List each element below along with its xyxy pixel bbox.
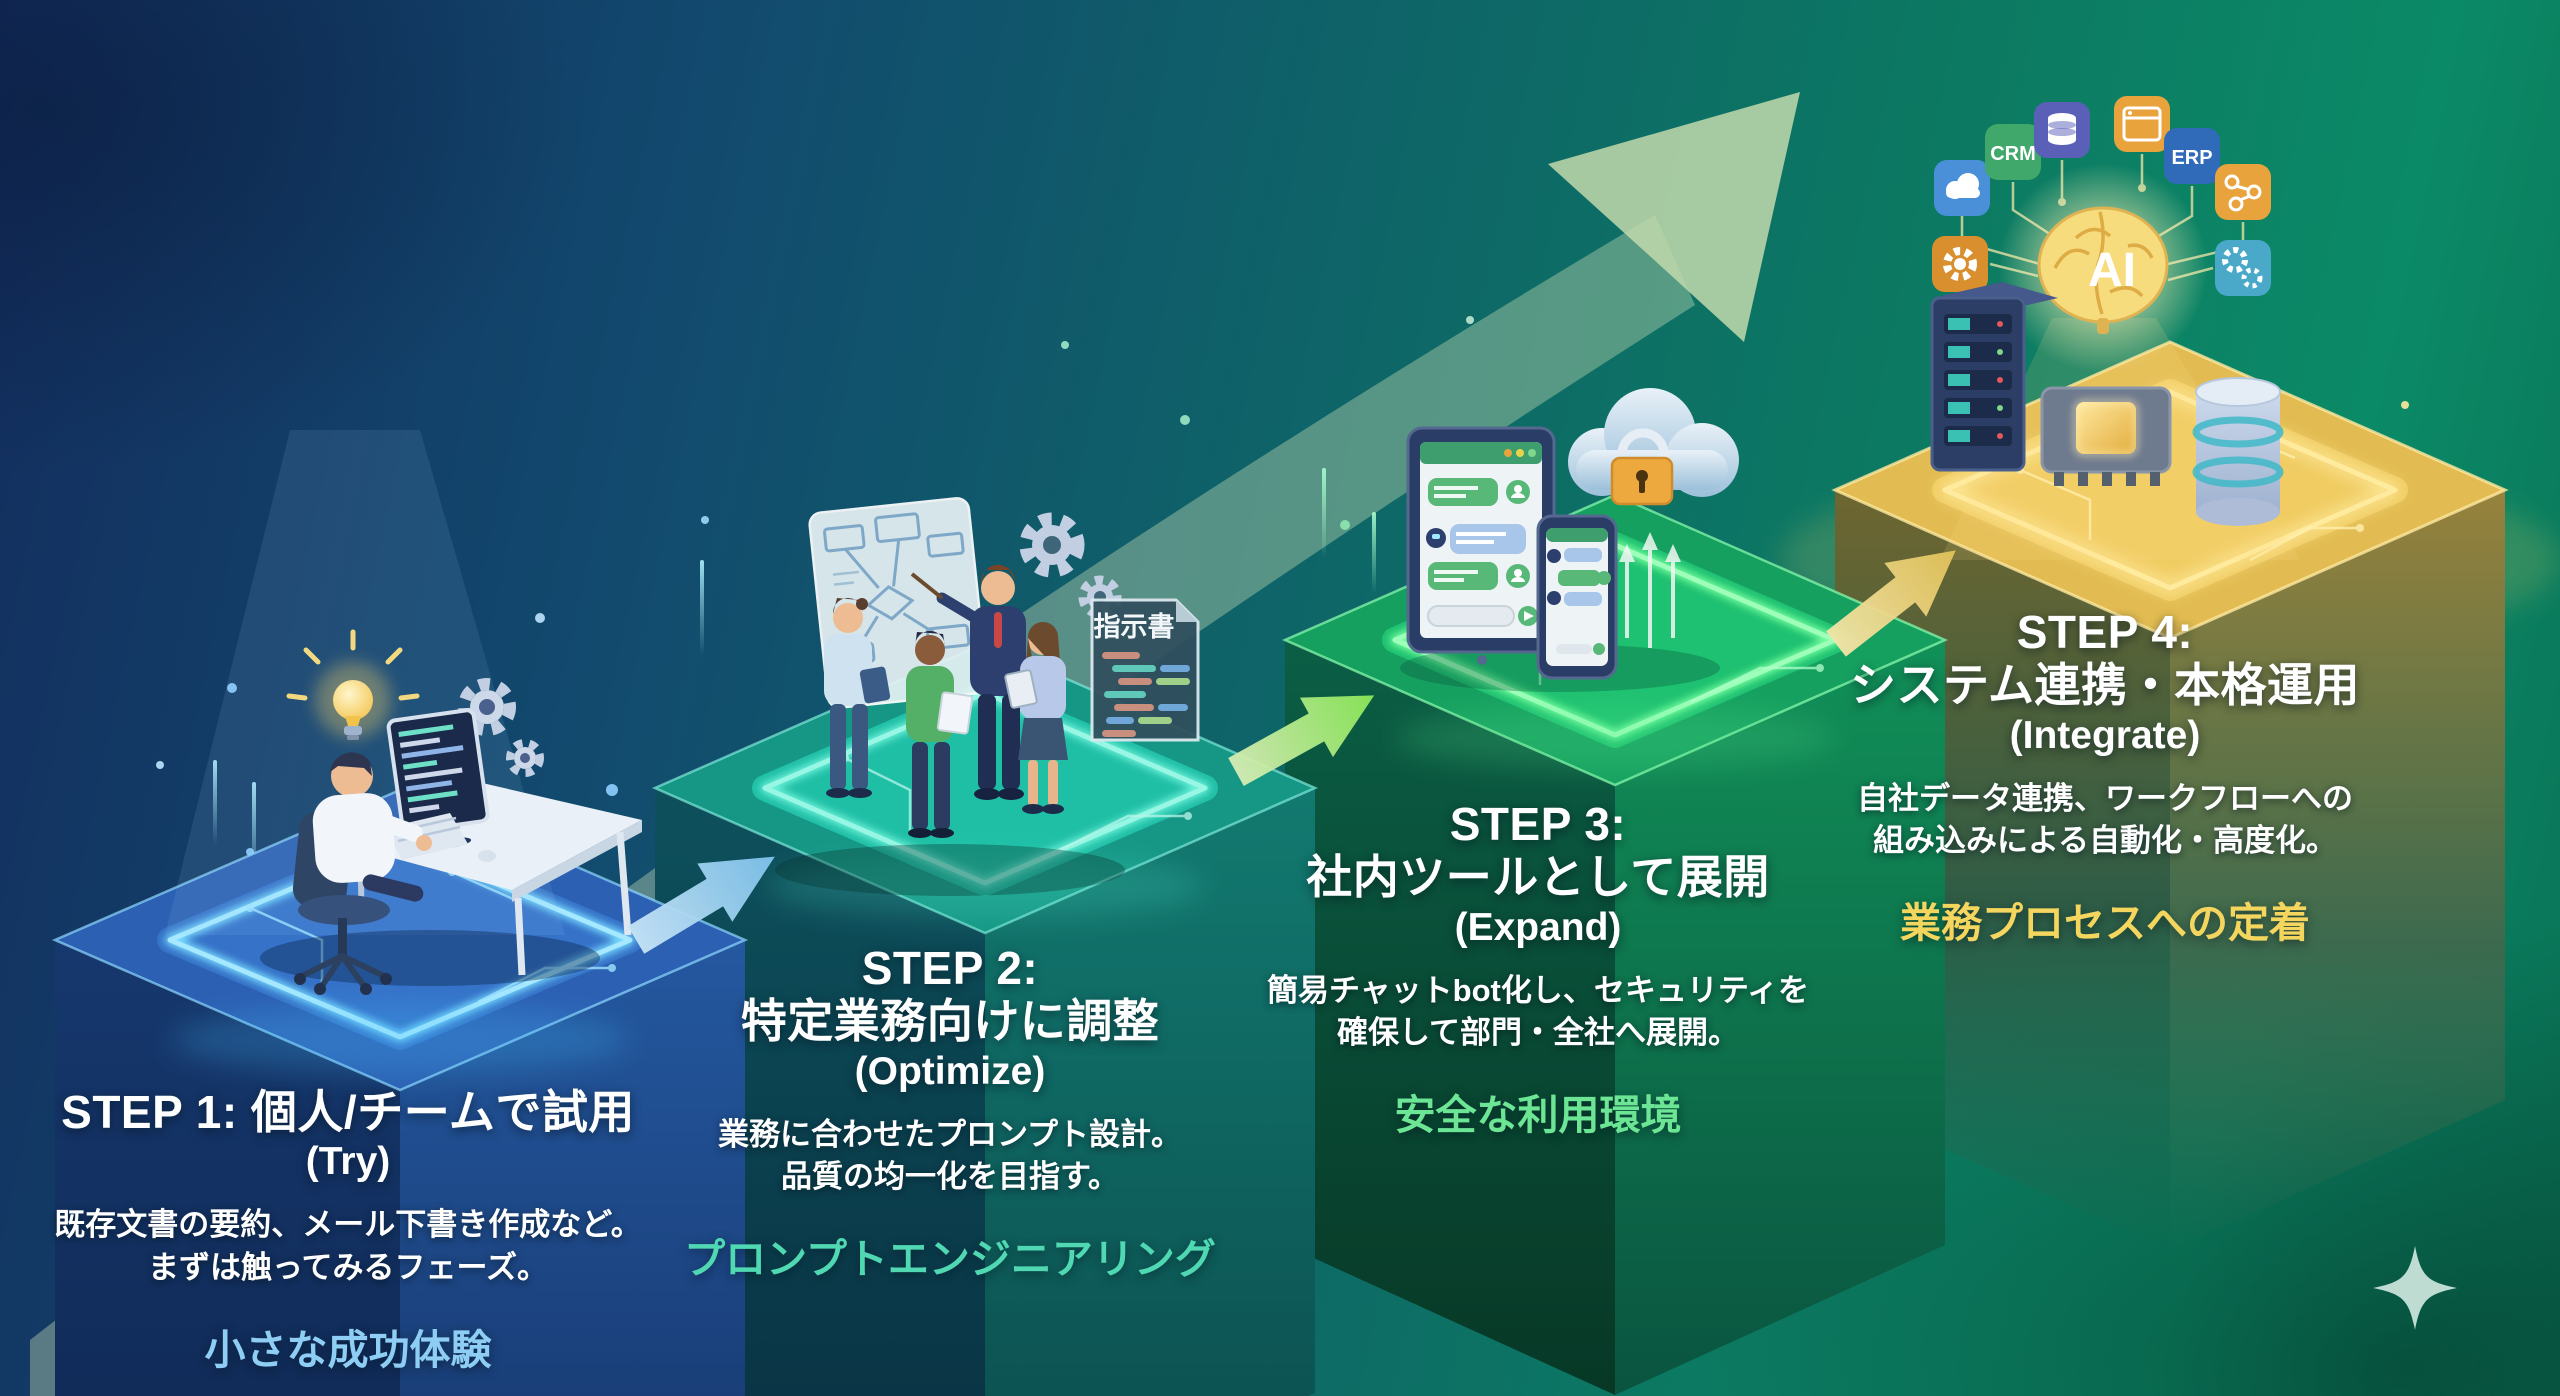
step4-desc-line2: 組み込みによる自動化・高度化。 — [1872, 823, 2338, 859]
cpu-chip-icon — [2040, 386, 2172, 486]
crm-icon: CRM — [1985, 124, 2041, 180]
erp-icon: ERP — [2164, 128, 2220, 184]
desk — [345, 782, 642, 976]
workflow-icon — [2215, 164, 2271, 220]
step3-desc-line1: 簡易チャットbot化し、セキュリティを — [1266, 972, 1810, 1008]
ai-brain-icon: AI — [1998, 163, 2208, 373]
person-woman-right — [1004, 621, 1068, 814]
sparkle-star-icon — [2373, 1246, 2457, 1330]
chat-phone — [1536, 514, 1618, 680]
gear-app-icon — [1932, 236, 1988, 292]
step4-title: システム連携・本格運用 — [1849, 659, 2361, 712]
step1-highlight: 小さな成功体験 — [204, 1326, 492, 1373]
person-man-green — [906, 631, 974, 838]
scene-step1-desk — [260, 629, 642, 995]
ai-label: AI — [2088, 244, 2136, 297]
upload-arrows — [1619, 532, 1681, 648]
gear-icon-small2 — [506, 739, 544, 777]
database-app-icon — [2034, 102, 2090, 158]
arrow-step1-to-step2 — [627, 856, 775, 954]
step3-highlight: 安全な利用環境 — [1394, 1092, 1682, 1139]
document-title: 指示書 — [1094, 612, 1175, 642]
step4-label: STEP 4: — [2016, 606, 2194, 658]
step4-subtitle: (Integrate) — [2009, 713, 2201, 757]
step4-description: 自社データ連携、ワークフローへの 組み込みによる自動化・高度化。 — [1745, 778, 2465, 864]
cloud-app-icon — [1934, 160, 1990, 216]
platform-step3 — [1281, 493, 1949, 1395]
person-woman-left — [824, 597, 891, 798]
scene-step2-team: 指示書 — [775, 497, 1200, 896]
gear-icon-large — [1019, 512, 1085, 578]
browser-app-icon — [2114, 96, 2170, 152]
crm-label: CRM — [1990, 143, 2036, 165]
arrow-step3-to-step4 — [1826, 550, 1956, 657]
prompt-document: 指示書 — [1090, 598, 1200, 742]
step3-description: 簡易チャットbot化し、セキュリティを 確保して部門・全社へ展開。 — [1178, 970, 1898, 1056]
gear-icon-big — [458, 678, 516, 736]
server-rack-icon — [1930, 282, 2058, 472]
erp-label: ERP — [2171, 147, 2212, 169]
person-at-desk — [292, 752, 432, 995]
lightbulb-icon — [286, 629, 420, 740]
scene-step3-devices — [1400, 388, 1739, 692]
step3-desc-line2: 確保して部門・全社へ展開。 — [1336, 1015, 1740, 1051]
step2-desc-line2: 品質の均一化を目指す。 — [781, 1159, 1119, 1195]
step-connector-arrows — [627, 550, 1956, 954]
database-cylinder-icon — [2192, 377, 2284, 526]
padlock-shackle — [1617, 428, 1669, 464]
secure-cloud-icon — [1568, 388, 1739, 506]
arrow-step2-to-step3 — [1228, 695, 1375, 786]
gears-app-icon — [2215, 240, 2271, 296]
scene-step4-ai-hub: CRM ERP — [1930, 96, 2300, 560]
document-code-lines — [1102, 652, 1190, 737]
step2-highlight: プロンプトエンジニアリング — [684, 1236, 1216, 1283]
step4-desc-line1: 自社データ連携、ワークフローへの — [1857, 780, 2353, 816]
step4-text-block: STEP 4: システム連携・本格運用 (Integrate) 自社データ連携、… — [1745, 606, 2465, 949]
growth-arrow-head — [1548, 92, 1800, 342]
chat-tablet — [1406, 426, 1556, 665]
step4-highlight: 業務プロセスへの定着 — [1900, 900, 2310, 947]
